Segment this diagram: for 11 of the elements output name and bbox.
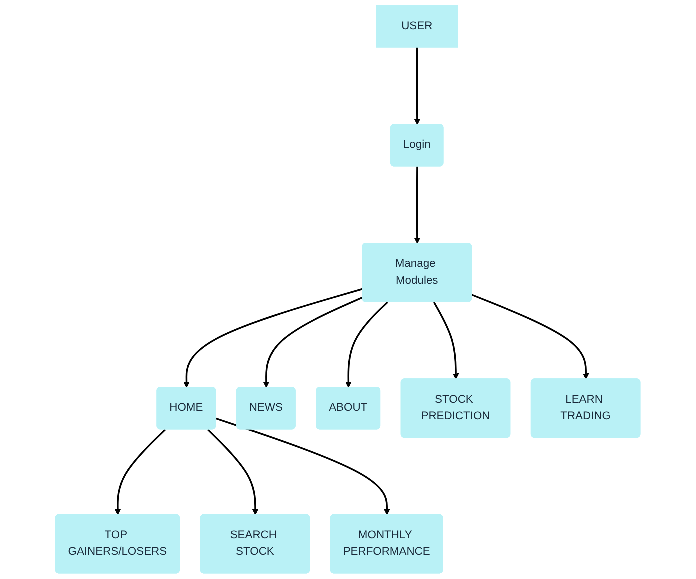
arrow: [433, 302, 460, 380]
node-box: USER: [376, 5, 458, 48]
arrow: [414, 48, 420, 126]
arrow: [472, 294, 590, 380]
arrow: [114, 429, 166, 516]
arrow: [184, 288, 364, 388]
arrow: [207, 429, 259, 516]
arrow: [346, 302, 388, 388]
arrow: [414, 166, 420, 244]
arrow: [263, 296, 364, 388]
arrow: [216, 418, 390, 516]
